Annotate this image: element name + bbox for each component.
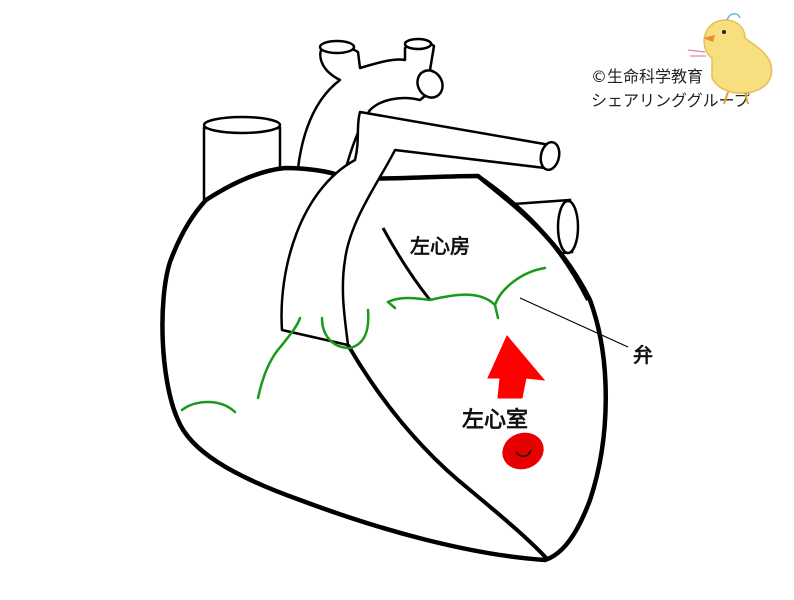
left-atrium-label: 左心房 (410, 234, 470, 258)
credit-line-1: ©生命科学教育 (591, 67, 703, 86)
superior-vena-cava (202, 115, 282, 202)
chick-mascot-icon (687, 13, 773, 105)
atrium-wall (381, 227, 432, 301)
valve-pointer-line (519, 297, 629, 348)
red-blood-cell-icon (502, 432, 544, 470)
red-arrow-up-icon (487, 335, 546, 399)
credit-line-2: シェアリンググループ (591, 91, 750, 110)
pulmonary-artery (280, 110, 561, 347)
ventricle-right-wall (476, 174, 590, 301)
left-ventricle-label: 左心室 (462, 407, 528, 433)
valve-lines (180, 266, 547, 414)
septum-line (346, 343, 550, 562)
valve-label: 弁 (633, 343, 653, 367)
